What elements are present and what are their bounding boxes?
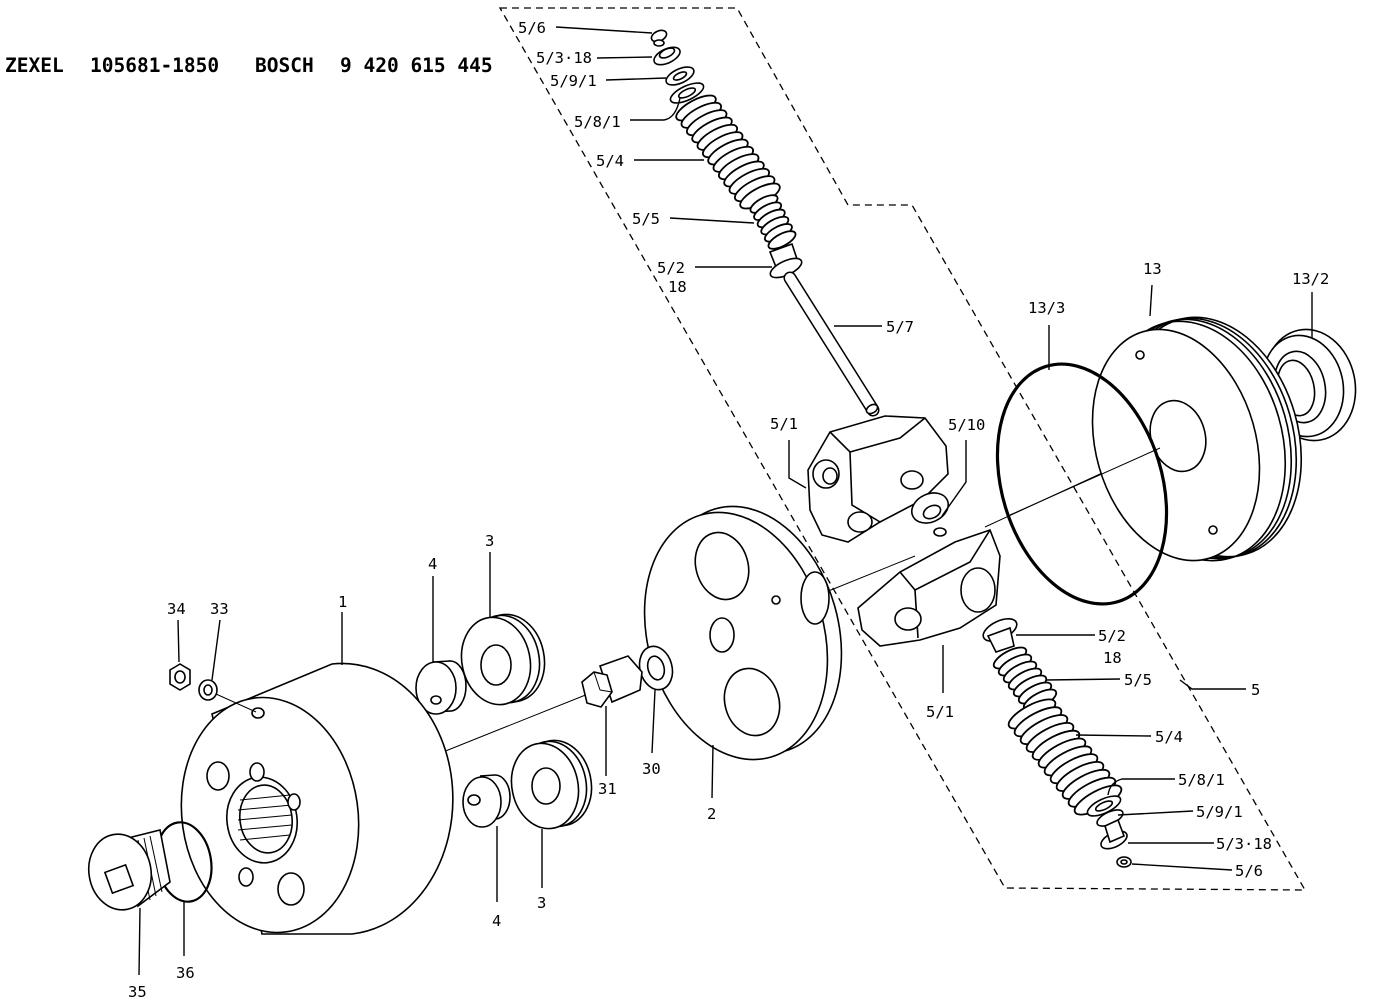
part-1-pump-housing: [180, 662, 454, 935]
disk-hub: [800, 571, 830, 625]
leader-lines: [138, 26, 1313, 976]
housing-port: [287, 793, 301, 811]
part-5-6-lower-cap: [1116, 856, 1132, 868]
part-5-2-lower-seat: [982, 618, 1018, 653]
part-4-bush-lower: [462, 774, 511, 828]
part-31-nut: [581, 655, 643, 708]
part-33-washer: [198, 679, 218, 701]
callout-1: 1: [338, 593, 347, 611]
callout-5-2-upper-sub: 18: [668, 278, 687, 296]
part-5-4-upper-spring: [675, 94, 781, 210]
callout-5-8-1-upper: 5/8/1: [574, 113, 621, 131]
callout-5-2-upper: 5/2: [657, 259, 685, 277]
callout-5-1-lower: 5/1: [926, 703, 954, 721]
part-5-4-lower-spring: [1007, 698, 1123, 816]
spring-coil: [767, 230, 797, 250]
callout-33: 33: [210, 600, 229, 618]
housing-port: [238, 867, 254, 887]
disk-window: [694, 531, 750, 601]
callout-4-upper: 4: [428, 555, 437, 573]
callout-5-4-lower: 5/4: [1155, 728, 1183, 746]
block-bore: [894, 607, 922, 631]
header-title: ZEXEL 105681-1850 BOSCH 9 420 615 445: [5, 54, 493, 77]
housing-port: [206, 761, 230, 791]
part-35-plug: [87, 829, 171, 911]
callout-34: 34: [167, 600, 186, 618]
part-5-3-18-upper-retainer: [653, 46, 681, 66]
callout-2: 2: [707, 805, 716, 823]
callout-13: 13: [1143, 260, 1162, 278]
housing-thread-lines: [237, 794, 293, 841]
callout-5-2-lower: 5/2: [1098, 627, 1126, 645]
callout-5-4-upper: 5/4: [596, 152, 624, 170]
callout-5-5-upper: 5/5: [632, 210, 660, 228]
part-2-disk: [643, 505, 843, 761]
callout-5-10: 5/10: [948, 416, 985, 434]
part-3-ring-upper: [460, 613, 546, 706]
callout-5-1-upper: 5/1: [770, 415, 798, 433]
part-34-screw: [169, 663, 191, 691]
callout-5-8-1-lower: 5/8/1: [1178, 771, 1225, 789]
callout-4-lower: 4: [492, 912, 501, 930]
block-bore: [960, 567, 996, 613]
callout-5-3-18-lower: 5/3·18: [1216, 835, 1272, 853]
part-13-end-cover: [1091, 316, 1303, 562]
header-part-zexel: 105681-1850: [90, 54, 219, 77]
part-5-9-1-upper-washer: [665, 66, 695, 86]
block-bore: [900, 470, 924, 490]
callout-5-6-upper: 5/6: [518, 19, 546, 37]
part-30-washer: [638, 645, 674, 691]
part-5-1-lower-block: [857, 528, 1001, 647]
part-5-7-rod: [783, 271, 880, 417]
callout-5-2-lower-sub: 18: [1103, 649, 1122, 667]
callout-5-9-1-upper: 5/9/1: [550, 72, 597, 90]
part-5-3-18-lower-retainer: [1100, 818, 1128, 850]
part-5-10-ring: [910, 492, 950, 537]
screw-axis-line: [215, 693, 257, 713]
part-5-6-upper-cap: [650, 29, 668, 47]
callout-5-5-lower: 5/5: [1124, 671, 1152, 689]
block-bore: [847, 511, 873, 533]
header-brand-zexel: ZEXEL: [5, 54, 64, 77]
callout-5-6-lower: 5/6: [1235, 862, 1263, 880]
part-4-bush-upper: [415, 660, 467, 715]
disk-window: [723, 667, 781, 737]
callout-5-3-18-upper: 5/3·18: [536, 49, 592, 67]
part-5-5-upper-spring: [749, 194, 797, 250]
header-part-bosch: 9 420 615 445: [340, 54, 493, 77]
housing-screw-hole: [251, 707, 265, 719]
callout-labels: 5/6 5/3·18 5/9/1 5/8/1 5/4 5/5 5/2 18 5/…: [128, 19, 1329, 1001]
callout-35: 35: [128, 983, 147, 1001]
axis-through-o-ring: [1009, 447, 1161, 516]
plug-square-drive: [103, 863, 135, 895]
cover-bolt-hole: [1135, 350, 1145, 360]
callout-30: 30: [642, 760, 661, 778]
part-5-2-upper-seat: [768, 242, 803, 279]
callout-3-lower: 3: [537, 894, 546, 912]
callout-5: 5: [1251, 681, 1260, 699]
callout-13-2: 13/2: [1292, 270, 1329, 288]
disk-centre-hole: [709, 617, 735, 653]
header-brand-bosch: BOSCH: [255, 54, 314, 77]
housing-port: [277, 872, 305, 906]
callout-13-3: 13/3: [1028, 299, 1065, 317]
callout-5-7: 5/7: [886, 318, 914, 336]
part-13-3-o-ring: [995, 362, 1169, 606]
cover-bolt-hole: [1208, 525, 1218, 535]
housing-port: [249, 762, 265, 782]
callout-36: 36: [176, 964, 195, 982]
callout-3-upper: 3: [485, 532, 494, 550]
part-3-ring-lower: [510, 739, 593, 830]
callout-5-9-1-lower: 5/9/1: [1196, 803, 1243, 821]
part-5-8-1-upper-shim: [669, 82, 705, 104]
part-5-1-upper-block: [807, 415, 949, 543]
callout-31: 31: [598, 780, 617, 798]
